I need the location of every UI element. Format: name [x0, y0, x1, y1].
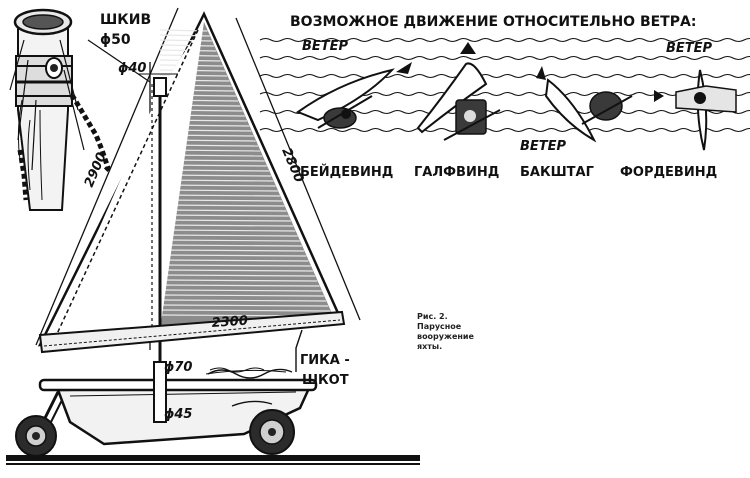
mast-step [153, 361, 167, 423]
wind-label-right: ВЕТЕР [666, 41, 713, 56]
dimension-2300: 2300 [211, 314, 248, 331]
mainsheet-label-line2: ШКОТ [302, 373, 349, 388]
sail-seam [159, 249, 305, 252]
mainsheet-rope [207, 329, 303, 379]
pulley-diameter-label: ϕ50 [100, 32, 131, 48]
pulley-detail [9, 8, 151, 211]
sail-seam [159, 214, 289, 217]
dimension-phi40: ϕ40 [118, 61, 146, 76]
sail-seam [159, 229, 296, 232]
sand-yacht-hull [6, 367, 420, 465]
course-label-1: ГАЛФВИНД [414, 165, 499, 180]
sail-seam [159, 44, 215, 47]
boat-broad-reach [536, 66, 633, 143]
pulley-label: ШКИВ [100, 12, 151, 28]
dimension-phi70: ϕ70 [164, 360, 192, 375]
sail-seam [159, 224, 294, 227]
caption-line-4: яхты. [417, 342, 443, 351]
sail-seam [159, 219, 291, 222]
wind-label-left: ВЕТЕР [302, 39, 349, 54]
sail-seam [159, 304, 329, 307]
caption-line-1: Рис. 2. [417, 312, 448, 321]
sail-seam [159, 269, 313, 272]
sail-seam [159, 279, 318, 282]
sail-seam [159, 39, 212, 42]
boat-running [654, 69, 737, 151]
sail-seam [159, 309, 331, 312]
mast-top-fitting [138, 73, 178, 97]
sail-seam [159, 259, 309, 262]
rear-wheel [249, 409, 295, 455]
wind-streamline [259, 37, 750, 43]
sail-seam [159, 239, 300, 242]
mainsheet-label-line1: ГИКА - [300, 353, 350, 368]
sail-seam [159, 274, 316, 277]
sail-seam [159, 234, 298, 237]
caption-line-3: вооружение [417, 332, 474, 341]
sail-seam [159, 199, 283, 202]
wind-streamline [259, 55, 750, 61]
course-label-2: БАКШТАГ [520, 165, 594, 180]
front-wheel [15, 415, 57, 457]
sail-seam [159, 299, 327, 302]
course-label-3: ФОРДЕВИНД [620, 165, 717, 180]
sail-seam [159, 244, 302, 247]
course-label-0: БЕЙДЕВИНД [300, 164, 393, 180]
boat-beam-reach [416, 42, 501, 141]
dimension-phi45: ϕ45 [164, 407, 192, 422]
sail-seam [159, 289, 322, 292]
wind-label-bottom: ВЕТЕР [520, 139, 567, 154]
sail-seam [159, 194, 280, 197]
courses-heading: ВОЗМОЖНОЕ ДВИЖЕНИЕ ОТНОСИТЕЛЬНО ВЕТРА: [290, 14, 696, 30]
sail [37, 11, 346, 420]
sail-seam [159, 254, 307, 257]
boat-close-hauled [295, 62, 412, 129]
sail-seam [159, 284, 320, 287]
wind-streamline [259, 127, 750, 133]
sail-seam [159, 204, 285, 207]
sail-seam [159, 294, 324, 297]
sail-seam [159, 264, 311, 267]
figure-caption: Рис. 2. Парусное вооружение яхты. [417, 312, 497, 352]
wind-streamline [259, 73, 750, 79]
caption-line-2: Парусное [417, 322, 462, 331]
sail-seam [159, 209, 287, 212]
